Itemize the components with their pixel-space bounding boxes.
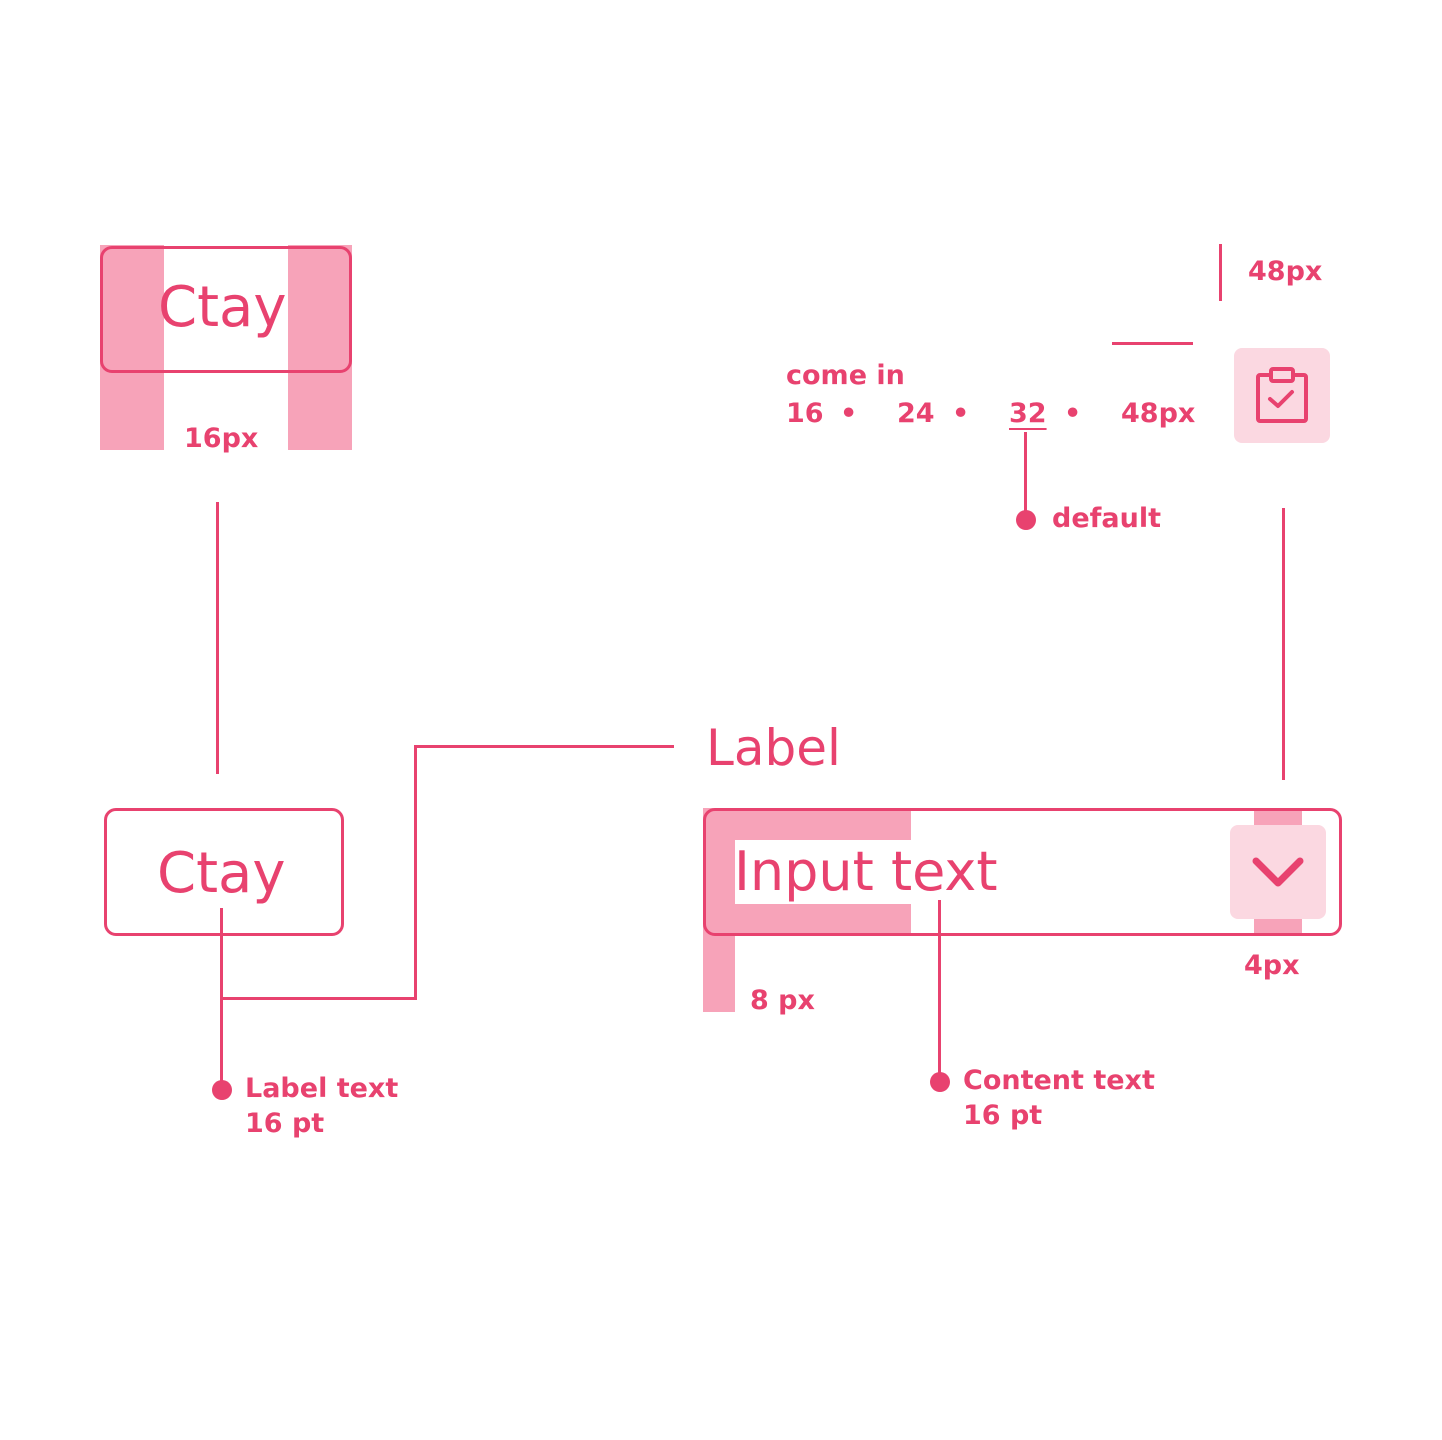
- input-field[interactable]: [703, 808, 1342, 936]
- label-text-dot: [212, 1080, 232, 1100]
- icon-size-32: 32: [1009, 398, 1047, 429]
- label-bracket-top: [414, 745, 674, 748]
- field-padding-extension: [703, 936, 735, 1012]
- icon-sample-tile: [1234, 348, 1330, 443]
- dropdown-button[interactable]: [1230, 825, 1326, 919]
- default-leader: [1024, 432, 1027, 520]
- top-button-label: Ctay: [158, 275, 287, 340]
- label-bracket-bottom: [220, 997, 417, 1000]
- icon-height-label: 48px: [1248, 256, 1323, 287]
- bottom-button-label: Ctay: [157, 841, 286, 906]
- icon-size-24: 24: [897, 398, 935, 429]
- padding-size-label: 16px: [184, 423, 259, 454]
- separator-2: •: [952, 398, 970, 429]
- top-button-outline: [100, 246, 352, 373]
- field-label: Label: [706, 719, 841, 777]
- leading-padding-label: 8 px: [750, 985, 815, 1016]
- trailing-padding-label: 4px: [1244, 950, 1300, 981]
- content-text-line1: Content text: [963, 1065, 1155, 1096]
- connector-vertical-left: [216, 502, 219, 774]
- label-bracket-vertical: [414, 745, 417, 1000]
- icon-size-48: 48px: [1121, 398, 1196, 429]
- height-marker-vertical: [1219, 244, 1222, 301]
- content-text-line2: 16 pt: [963, 1100, 1043, 1132]
- label-text-line1: Label text: [245, 1073, 399, 1104]
- icon-sizes-heading: come in: [786, 360, 905, 391]
- connector-vertical-right: [1282, 508, 1285, 780]
- clipboard-check-icon: [1256, 367, 1308, 423]
- separator-1: •: [840, 398, 858, 429]
- input-text-background: [735, 840, 911, 904]
- left-padding-band: [100, 245, 164, 450]
- content-text-leader: [938, 900, 941, 1082]
- right-padding-band: [288, 245, 352, 450]
- icon-size-16: 16: [786, 398, 824, 429]
- content-text-dot: [930, 1072, 950, 1092]
- bottom-button[interactable]: [104, 808, 344, 936]
- label-text-line2: 16 pt: [245, 1108, 325, 1140]
- default-label: default: [1052, 503, 1161, 534]
- default-dot: [1016, 510, 1036, 530]
- separator-3: •: [1064, 398, 1082, 429]
- chevron-down-icon: [1252, 857, 1304, 887]
- height-marker-horizontal: [1112, 342, 1193, 345]
- label-text-annotation: Label text 16 pt: [245, 1071, 398, 1141]
- input-field-value: Input text: [734, 840, 998, 903]
- content-text-annotation: Content text 16 pt: [963, 1063, 1155, 1133]
